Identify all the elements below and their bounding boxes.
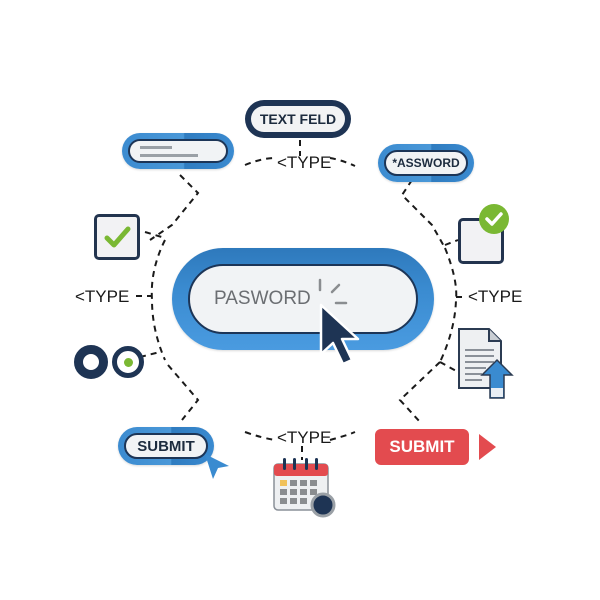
type-label-bottom: <TYPE (277, 428, 332, 447)
password-small-label: *ASSWORD (392, 156, 460, 170)
type-label-top: <TYPE (277, 153, 332, 172)
click-spark-icon (318, 278, 348, 305)
radio-buttons-icon[interactable] (74, 345, 144, 379)
submit-button-blue[interactable]: SUBMIT (118, 427, 214, 465)
password-small-pill[interactable]: *ASSWORD (378, 144, 474, 182)
submit-red-label: SUBMIT (389, 437, 455, 456)
cursor-small-icon (205, 454, 229, 479)
submit-button-red[interactable]: SUBMIT (375, 429, 469, 465)
text-input-icon[interactable] (122, 133, 234, 169)
radio-selected[interactable] (112, 346, 144, 378)
password-field[interactable]: PASWORD (172, 248, 434, 350)
text-field-label: TEXT FELD (259, 111, 337, 127)
type-label-left: <TYPE (75, 287, 130, 306)
document-upload-icon[interactable] (456, 326, 516, 402)
check-badge-icon (479, 204, 509, 234)
radio-unselected[interactable] (74, 345, 108, 379)
text-field-pill[interactable]: TEXT FELD (245, 100, 351, 138)
submit-blue-label: SUBMIT (137, 437, 195, 455)
cursor-arrow-icon (319, 303, 360, 366)
checkbox-checked-icon[interactable] (94, 214, 140, 260)
calendar-icon[interactable] (271, 456, 337, 518)
play-arrow-icon (479, 434, 496, 460)
type-label-right: <TYPE (468, 287, 523, 306)
password-field-label: PASWORD (214, 288, 311, 309)
